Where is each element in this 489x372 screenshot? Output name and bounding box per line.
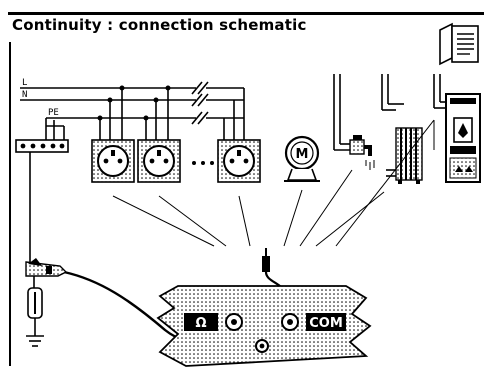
ohm-terminal-label: Ω [195,316,206,331]
motor-label: M [296,147,309,162]
ellipsis-dots [192,161,214,165]
label-neutral: N [22,90,27,100]
crocodile-clip-icon [25,258,68,277]
label-protective-earth: PE [48,108,59,118]
socket-outlet-3 [217,139,261,183]
socket-outlet-2 [137,139,181,183]
motor-icon: M [284,135,320,182]
page-title: Continuity : connection schematic [12,16,307,34]
radiator-icon [395,127,423,184]
title-bar: Continuity : connection schematic [8,12,484,43]
label-line: L [22,78,27,88]
ohm-socket[interactable] [225,313,243,331]
earth-terminal-block [15,139,69,153]
heating-pipe [381,74,404,177]
com-terminal-label: COM [309,316,343,331]
boiler-icon [445,93,481,183]
water-pipe [333,74,352,151]
guard-socket[interactable] [255,339,269,353]
com-terminal-box: COM [306,313,346,331]
socket-outlet-1 [91,139,135,183]
ohm-terminal-box: Ω [184,313,218,331]
conductor-bus [20,81,245,140]
test-leads-fan [112,119,435,247]
book-icon[interactable] [436,22,484,68]
ground-icon [26,276,44,347]
water-tap-icon [349,135,375,170]
tester-body [156,285,372,367]
com-socket[interactable] [281,313,299,331]
